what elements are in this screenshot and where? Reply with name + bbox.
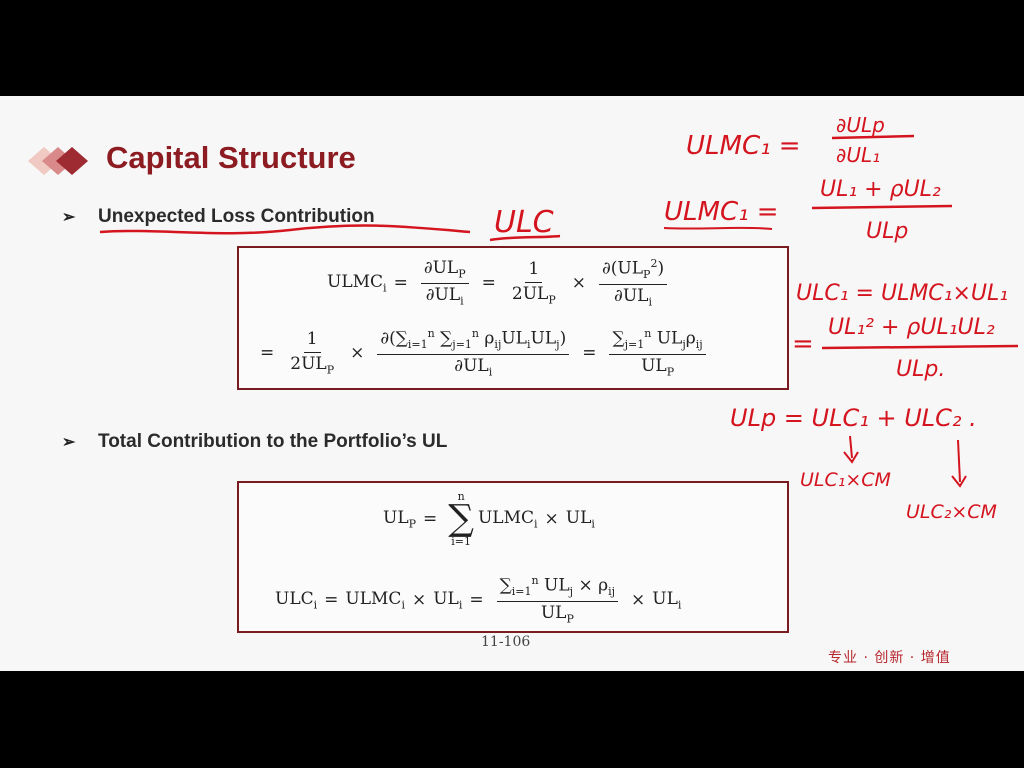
hw-line5: ULp = ULC₁ + ULC₂ .: [730, 404, 977, 432]
hw-line1-num: ∂ULp: [836, 113, 885, 137]
hw-line2-num: UL₁ + ρUL₂: [820, 177, 941, 202]
hw-line4-num: UL₁² + ρUL₁UL₂: [828, 315, 995, 340]
formula-ulp-sum: ULP= n∑i=1 ULMCi×ULi: [383, 490, 595, 549]
hw-line3: ULC₁ = ULMC₁×UL₁: [796, 281, 1008, 306]
hw-line2: ULMC₁ =: [664, 197, 779, 227]
page-number: 11-106: [481, 634, 531, 650]
letterbox-bottom: [0, 671, 1024, 768]
bullet-total-contribution: ➢ Total Contribution to the Portfolio’s U…: [62, 431, 447, 453]
hw-line4-eq: =: [792, 329, 814, 359]
diamond-logo-icon: [28, 147, 88, 175]
bullet-unexpected-loss-contribution: ➢ Unexpected Loss Contribution: [62, 206, 375, 228]
hw-line4-den: ULp.: [896, 357, 945, 382]
hw-line6a: ULC₁×CM: [800, 469, 891, 491]
hw-line2-den: ULp: [866, 219, 908, 244]
bullet-arrow-icon: ➢: [62, 209, 76, 226]
slide-title: Capital Structure: [106, 140, 356, 175]
bullet-text: Total Contribution to the Portfolio’s UL: [98, 431, 448, 452]
hw-line6b: ULC₂×CM: [906, 501, 997, 523]
slide: Capital Structure ➢ Unexpected Loss Contr…: [0, 96, 1024, 671]
bullet-arrow-icon: ➢: [62, 434, 76, 451]
hw-line1-den: ∂UL₁: [836, 143, 880, 167]
bullet-text: Unexpected Loss Contribution: [98, 206, 375, 227]
letterbox-top: [0, 0, 1024, 96]
hw-ulc-label: ULC: [494, 205, 554, 240]
footer-slogan: 专业 · 创新 · 增值: [828, 650, 951, 666]
formula-box-ulp: ULP= n∑i=1 ULMCi×ULi ULCi= ULMCi×ULi = ∑…: [237, 481, 789, 633]
hw-line1: ULMC₁ =: [686, 131, 801, 161]
